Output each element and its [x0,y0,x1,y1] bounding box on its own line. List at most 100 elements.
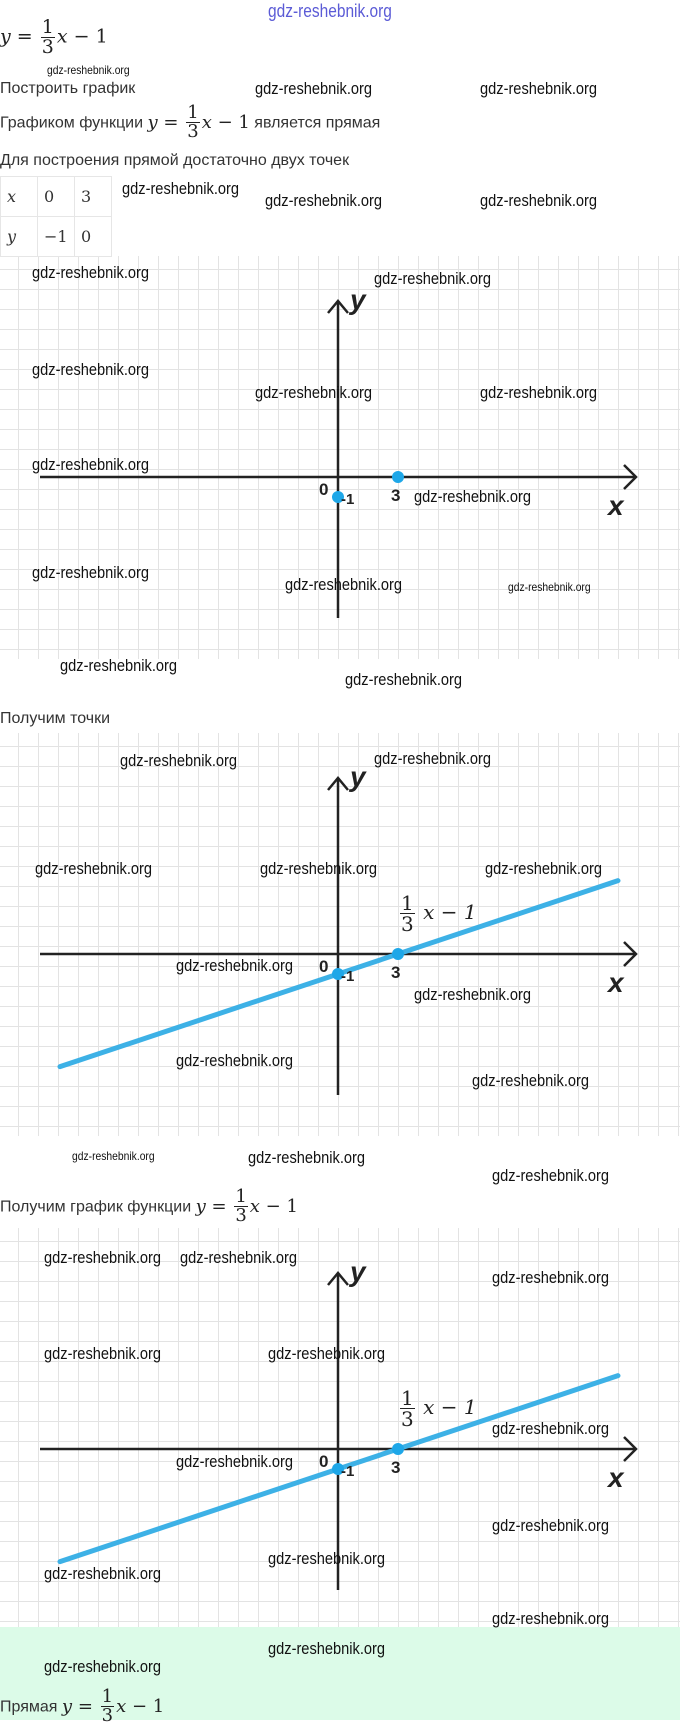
table-cell: x [0,176,38,217]
fraction-numerator: 1 [100,1686,115,1707]
watermark: gdz-reshebnik.org [414,487,532,506]
point-y-label: -1 [341,1463,355,1480]
fraction-numerator: 1 [234,1186,248,1207]
watermark: gdz-reshebnik.org [492,1419,610,1438]
text: Прямая [0,1698,58,1716]
watermark: gdz-reshebnik.org [44,1344,162,1363]
watermark: gdz-reshebnik.org [492,1166,610,1185]
coordinate-plane [40,299,638,618]
watermark: gdz-reshebnik.org [260,859,378,878]
fraction-denominator: 3 [101,1705,114,1726]
y-axis-arrow-icon [327,299,349,314]
coordinate-plane [40,1271,638,1590]
fraction-numerator: 1 [186,102,200,123]
watermark: gdz-reshebnik.org [480,191,598,210]
watermark: gdz-reshebnik.org [72,1149,155,1163]
watermark: gdz-reshebnik.org [285,575,403,594]
y-axis-label: y [350,284,366,315]
formula-rest: − 1 [131,1695,165,1717]
x-axis-label: x [608,967,624,998]
formula-rest: − 1 [73,25,108,48]
watermark: gdz-reshebnik.org [32,360,150,379]
formula-lhs: y [61,1695,73,1717]
watermark: gdz-reshebnik.org [485,859,603,878]
formula-eq: = [211,1195,227,1217]
text: Графиком функции [0,114,144,132]
table-cell: y [0,216,38,257]
x-axis-arrow-icon [623,1436,638,1462]
data-point [392,948,404,960]
point-y-label: -1 [341,491,355,508]
watermark: gdz-reshebnik.org [492,1609,610,1628]
y-axis-label: y [350,761,366,792]
watermark: gdz-reshebnik.org [508,580,591,594]
watermark: gdz-reshebnik.org [374,749,492,768]
data-point [332,491,344,503]
formula-var: x [116,1695,127,1717]
formula-lhs: y [147,111,158,133]
watermark: gdz-reshebnik.org [32,263,150,282]
y-axis-arrow-icon [327,1271,349,1286]
table-row: x 0 3 [0,176,112,217]
watermark: gdz-reshebnik.org [255,79,373,98]
watermark: gdz-reshebnik.org [472,1071,590,1090]
formula-eq: = [77,1695,93,1717]
origin-label: 0 [319,957,329,976]
fraction-denominator: 3 [41,36,54,58]
text: является прямая [254,114,381,132]
point-x-label: 3 [391,963,401,982]
formula-lhs: y [195,1195,206,1217]
x-axis-label: x [608,490,624,521]
x-axis-arrow-icon [623,941,638,967]
x-axis-label: x [608,1462,624,1493]
watermark: gdz-reshebnik.org [480,79,598,98]
watermark: gdz-reshebnik.org [47,63,130,77]
formula-lhs: y [0,25,11,48]
formula-var: x [249,1195,260,1217]
watermark: gdz-reshebnik.org [492,1516,610,1535]
table-cell: 0 [74,216,112,257]
table-cell: 3 [74,176,112,217]
text: Получим график функции [0,1198,192,1216]
watermark: gdz-reshebnik.org [268,1639,386,1658]
watermark: gdz-reshebnik.org [35,859,153,878]
fraction-denominator: 3 [235,1205,247,1226]
table-cell: 0 [37,176,75,217]
x-axis-arrow-icon [623,464,638,490]
watermark: gdz-reshebnik.org [345,670,463,689]
point-x-label: 3 [391,486,401,505]
origin-label: 0 [319,1452,329,1471]
answer-box [0,1627,680,1720]
values-table: x 0 3 y −1 0 [0,176,112,257]
formula-rest: − 1 [217,111,250,133]
watermark: gdz-reshebnik.org [44,1248,162,1267]
watermark: gdz-reshebnik.org [44,1657,162,1676]
heading-build-graph: Построить график [0,80,136,97]
table-cell: −1 [37,216,75,257]
data-point [392,471,404,483]
formula-var: x [201,111,212,133]
watermark: gdz-reshebnik.org [32,563,150,582]
watermark: gdz-reshebnik.org [180,1248,298,1267]
point-y-label: -1 [341,968,355,985]
fraction-numerator: 1 [40,16,55,38]
watermark: gdz-reshebnik.org [265,191,383,210]
watermark: gdz-reshebnik.org [32,455,150,474]
formula-eq: = [16,25,33,48]
y-axis-arrow-icon [327,776,349,791]
point-x-label: 3 [391,1458,401,1477]
data-point [332,968,344,980]
watermark: gdz-reshebnik.org [480,383,598,402]
table-row: y −1 0 [0,216,112,257]
watermark: gdz-reshebnik.org [176,1452,294,1471]
formula-eq: = [163,111,179,133]
watermark: gdz-reshebnik.org [176,956,294,975]
two-points-text: Для построения прямой достаточно двух то… [0,152,350,169]
